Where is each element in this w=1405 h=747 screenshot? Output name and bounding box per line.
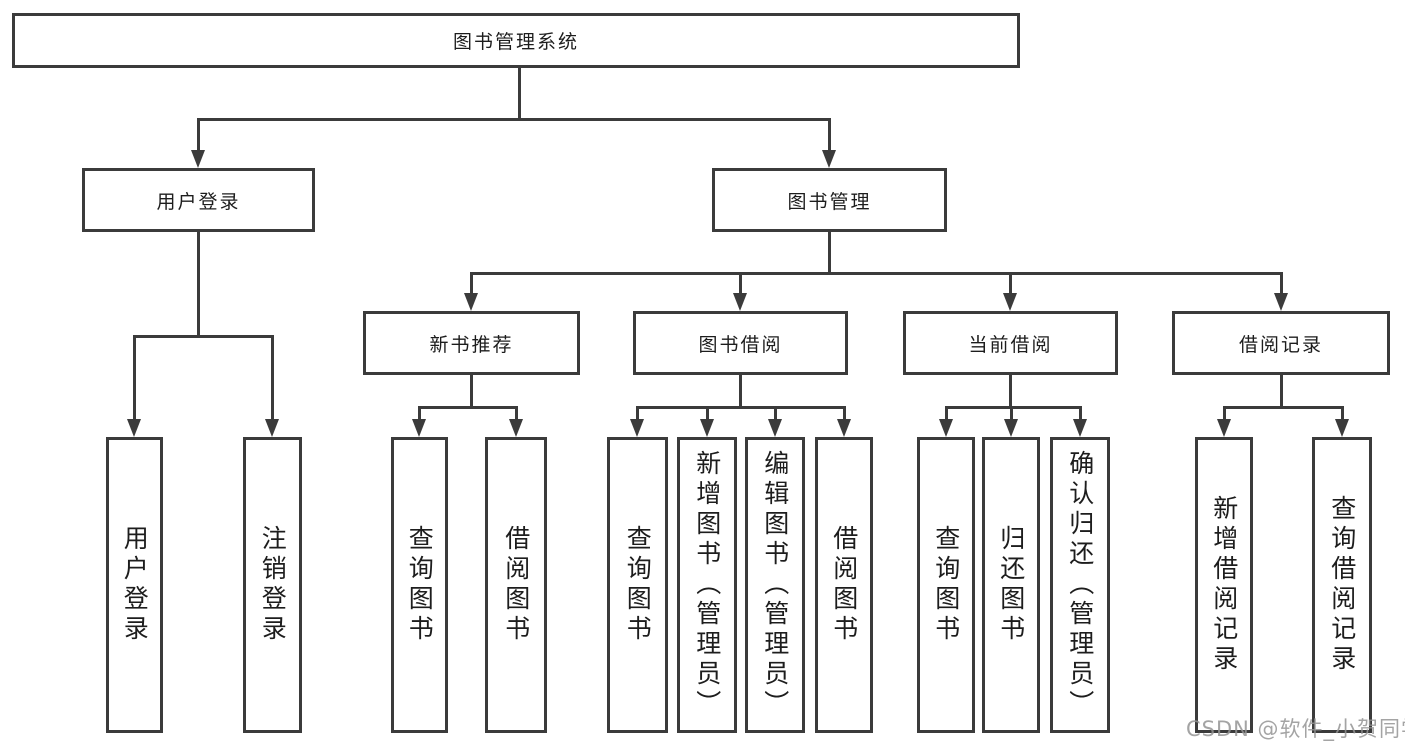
node-confirm-return-admin: 确认归还（管理员）	[1050, 437, 1110, 733]
node-edit-books-admin: 编辑图书（管理员）	[745, 437, 805, 733]
arrow-down-icon	[509, 419, 523, 437]
connector-new-book-rail-line	[418, 406, 517, 409]
connector-leaf-drop-line	[636, 406, 639, 421]
connector-leaf-drop-line	[418, 406, 421, 421]
arrow-down-icon	[412, 419, 426, 437]
node-query-books-recommend: 查询图书	[391, 437, 448, 733]
connector-logout-leaf-drop-line	[271, 335, 274, 419]
connector-book-management-stem-line	[828, 232, 831, 272]
arrow-down-icon	[464, 293, 478, 311]
connector-current-borrowing-rail-line	[945, 406, 1081, 409]
node-book-borrowing: 图书借阅	[633, 311, 848, 375]
arrow-down-icon	[700, 419, 714, 437]
connector-user-login-drop-line	[197, 118, 200, 150]
node-query-borrowing-record: 查询借阅记录	[1312, 437, 1372, 733]
node-user-login: 用户登录	[82, 168, 315, 232]
node-logout-action: 注销登录	[243, 437, 302, 733]
arrow-down-icon	[1274, 293, 1288, 311]
connector-leaf-drop-line	[945, 406, 948, 421]
connector-leaf-drop-line	[1223, 406, 1226, 421]
node-query-books-borrowing: 查询图书	[607, 437, 668, 733]
connector-root-stem-line	[518, 68, 521, 118]
node-borrowing-records: 借阅记录	[1172, 311, 1390, 375]
connector-leaf-drop-line	[843, 406, 846, 421]
connector-leaf-drop-line	[1341, 406, 1344, 421]
connector-book-borrowing-drop-line	[739, 272, 742, 295]
node-book-management: 图书管理	[712, 168, 947, 232]
node-borrow-books-borrowing: 借阅图书	[815, 437, 873, 733]
connector-leaf-drop-line	[1010, 406, 1013, 421]
connector-book-borrowing-stem-line	[739, 375, 742, 406]
connector-login-leaf-drop-line	[133, 335, 136, 419]
arrow-down-icon	[1073, 419, 1087, 437]
connector-user-login-rail-line	[133, 335, 274, 338]
node-library-management-system: 图书管理系统	[12, 13, 1020, 68]
connector-leaf-drop-line	[1079, 406, 1082, 421]
arrow-down-icon	[265, 419, 279, 437]
arrow-down-icon	[630, 419, 644, 437]
node-return-books: 归还图书	[982, 437, 1040, 733]
connector-borrowing-records-drop-line	[1280, 272, 1283, 295]
connector-leaf-drop-line	[515, 406, 518, 421]
arrow-down-icon	[1004, 419, 1018, 437]
arrow-down-icon	[837, 419, 851, 437]
arrow-down-icon	[127, 419, 141, 437]
arrow-down-icon	[733, 293, 747, 311]
connector-user-login-stem-line	[197, 232, 200, 335]
connector-borrowing-records-rail-line	[1223, 406, 1343, 409]
arrow-down-icon	[1003, 293, 1017, 311]
connector-current-borrowing-drop-line	[1009, 272, 1012, 295]
connector-level2-rail-line	[197, 118, 831, 121]
arrow-down-icon	[1335, 419, 1349, 437]
connector-borrowing-records-stem-line	[1280, 375, 1283, 406]
connector-level3-rail-line	[470, 272, 1282, 275]
arrow-down-icon	[822, 150, 836, 168]
connector-book-management-drop-line	[828, 118, 831, 150]
connector-leaf-drop-line	[706, 406, 709, 421]
connector-new-book-drop-line	[470, 272, 473, 295]
connector-leaf-drop-line	[774, 406, 777, 421]
connector-new-book-stem-line	[470, 375, 473, 406]
arrow-down-icon	[1217, 419, 1231, 437]
node-query-books-current: 查询图书	[917, 437, 975, 733]
node-add-books-admin: 新增图书（管理员）	[677, 437, 737, 733]
node-user-login-action: 用户登录	[106, 437, 163, 733]
arrow-down-icon	[768, 419, 782, 437]
arrow-down-icon	[191, 150, 205, 168]
node-borrow-books-recommend: 借阅图书	[485, 437, 547, 733]
connector-current-borrowing-stem-line	[1009, 375, 1012, 406]
arrow-down-icon	[939, 419, 953, 437]
watermark: CSDN @软件_小贺同学	[1186, 717, 1405, 741]
node-add-borrowing-record: 新增借阅记录	[1195, 437, 1253, 733]
node-current-borrowing: 当前借阅	[903, 311, 1118, 375]
node-new-book-recommendation: 新书推荐	[363, 311, 580, 375]
connector-book-borrowing-rail-line	[636, 406, 845, 409]
